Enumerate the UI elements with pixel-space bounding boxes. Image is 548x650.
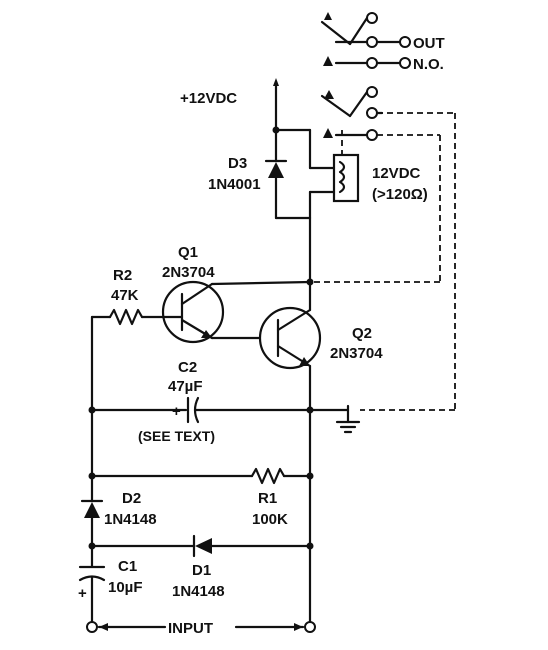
- c1-value: 10µF: [108, 579, 143, 596]
- q1-part: 2N3704: [162, 264, 215, 281]
- input-label: INPUT: [168, 620, 213, 637]
- relay-dashed-links: [310, 112, 456, 411]
- relay-resistance: (>120Ω): [372, 186, 428, 203]
- resistor-r2: [90, 308, 184, 412]
- d1-ref: D1: [192, 562, 211, 579]
- relay-contacts-set-1: [320, 12, 411, 69]
- d3-ref: D3: [228, 155, 247, 172]
- c2-ref: C2: [178, 359, 197, 376]
- r2-value: 47K: [111, 287, 139, 304]
- c1-ref: C1: [118, 558, 137, 575]
- diode-d1: [90, 534, 312, 558]
- r1-ref: R1: [258, 490, 277, 507]
- label-supply: +12VDC: [180, 90, 237, 107]
- input-terminals: [86, 621, 316, 633]
- c2-value: 47µF: [168, 378, 203, 395]
- d3-part: 1N4001: [208, 176, 261, 193]
- label-no: N.O.: [413, 56, 444, 73]
- label-out: OUT: [413, 35, 445, 52]
- transistor-q2: [258, 306, 322, 370]
- c2-note: (SEE TEXT): [138, 428, 215, 444]
- d1-part: 1N4148: [172, 583, 225, 600]
- q2-part: 2N3704: [330, 345, 383, 362]
- capacitor-c2: [90, 396, 312, 424]
- resistor-r1: [90, 467, 312, 485]
- d2-ref: D2: [122, 490, 141, 507]
- r2-ref: R2: [113, 267, 132, 284]
- r1-value: 100K: [252, 511, 288, 528]
- diode-d3: [264, 128, 312, 220]
- c1-plus: +: [78, 585, 87, 602]
- transistor-q1: [161, 280, 312, 344]
- d2-part: 1N4148: [104, 511, 157, 528]
- supply-arrow-icon: [273, 78, 279, 86]
- c2-plus: +: [172, 403, 181, 420]
- ground-icon: [308, 404, 361, 434]
- diode-d2: [80, 474, 104, 548]
- capacitor-c1: [78, 544, 106, 624]
- q1-ref: Q1: [178, 244, 198, 261]
- relay-coil: [308, 153, 360, 220]
- relay-contacts-set-2: [320, 86, 384, 141]
- relay-voltage: 12VDC: [372, 165, 421, 182]
- q2-ref: Q2: [352, 325, 372, 342]
